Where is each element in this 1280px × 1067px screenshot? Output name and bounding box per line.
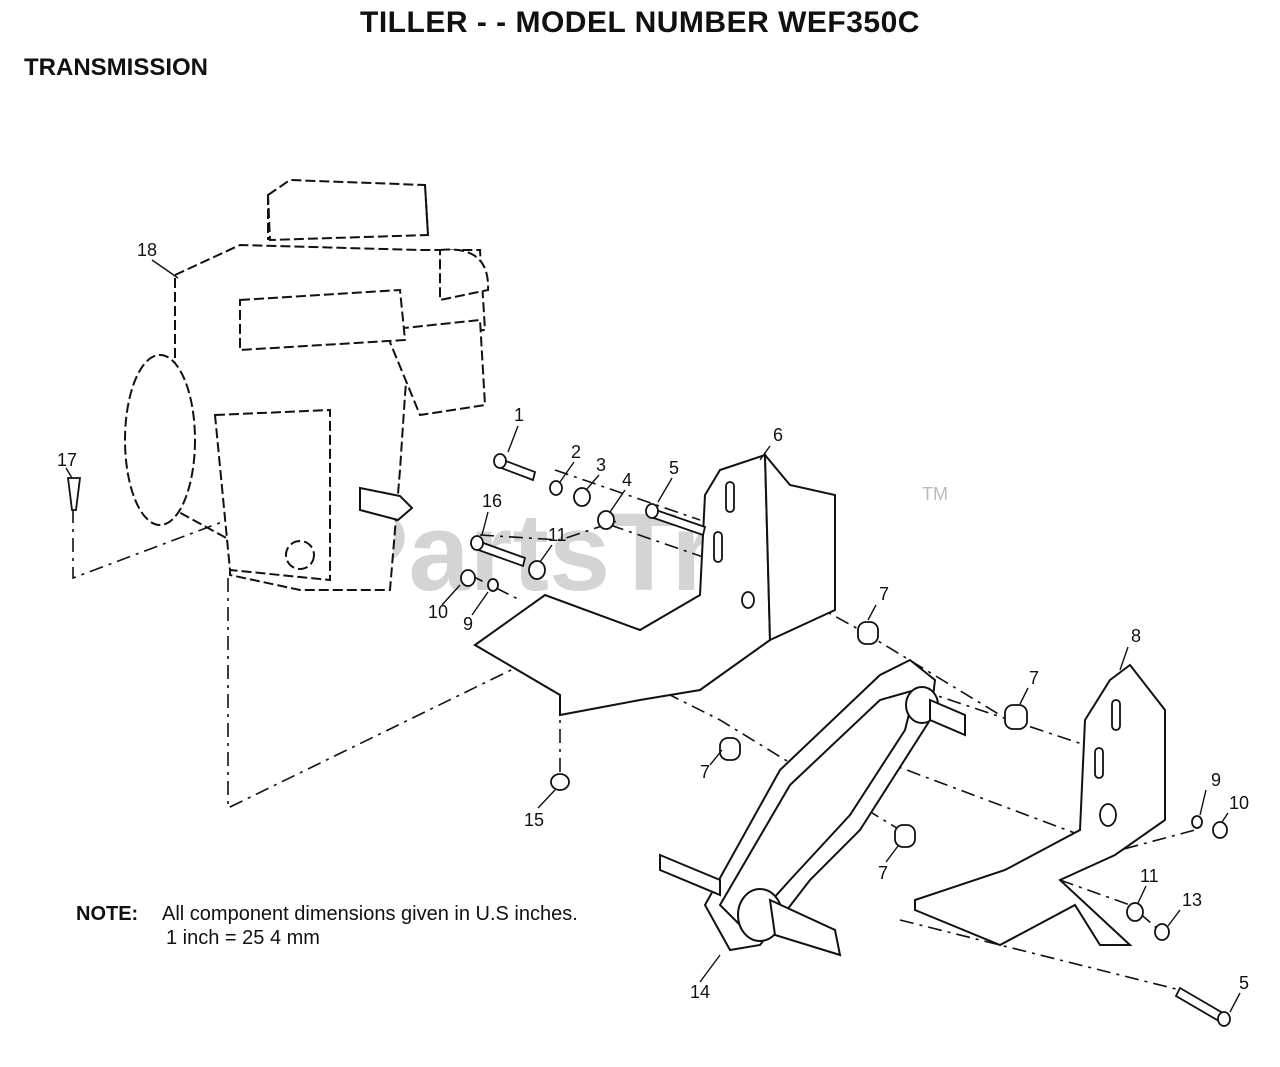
callout-3: 3 xyxy=(596,455,606,475)
watermark-tm: TM xyxy=(922,484,948,504)
callout-2: 2 xyxy=(571,442,581,462)
callout-7d: 7 xyxy=(878,863,888,883)
callout-16: 16 xyxy=(482,491,502,511)
callout-13: 13 xyxy=(1182,890,1202,910)
leader-lines xyxy=(65,259,1241,1013)
callout-8: 8 xyxy=(1131,626,1141,646)
note-label: NOTE: xyxy=(76,903,139,925)
note-line-2: 1 inch = 25 4 mm xyxy=(166,927,320,949)
callout-7a: 7 xyxy=(879,584,889,604)
callout-5a: 5 xyxy=(669,458,679,478)
callout-1: 1 xyxy=(514,405,524,425)
callout-18: 18 xyxy=(137,240,157,260)
engine-assembly xyxy=(124,178,490,591)
callout-10a: 10 xyxy=(428,602,448,622)
callout-numbers: 1 2 3 4 5 6 16 11 10 9 7 8 7 7 7 9 10 11… xyxy=(57,240,1249,1002)
callout-17: 17 xyxy=(57,450,77,470)
callout-14: 14 xyxy=(690,982,710,1002)
callout-15: 15 xyxy=(524,810,544,830)
callout-9b: 9 xyxy=(1211,770,1221,790)
hardware-parts xyxy=(66,453,1231,1027)
right-frame-bracket xyxy=(914,663,1166,947)
callout-5b: 5 xyxy=(1239,973,1249,993)
callout-11a: 11 xyxy=(548,525,567,545)
callout-6: 6 xyxy=(773,425,783,445)
callout-7c: 7 xyxy=(700,762,710,782)
diagram-title: TILLER - - MODEL NUMBER WEF350C xyxy=(360,6,920,39)
callout-7b: 7 xyxy=(1029,668,1039,688)
callout-4: 4 xyxy=(622,470,632,490)
section-title: TRANSMISSION xyxy=(24,54,209,81)
callout-10b: 10 xyxy=(1229,793,1249,813)
dimension-note: NOTE: All component dimensions given in U… xyxy=(76,902,578,950)
note-line-1: All component dimensions given in U.S in… xyxy=(162,903,578,925)
callout-9a: 9 xyxy=(463,614,473,634)
callout-11b: 11 xyxy=(1140,866,1159,886)
left-frame-bracket xyxy=(473,452,836,717)
transmission-housing xyxy=(659,658,966,957)
